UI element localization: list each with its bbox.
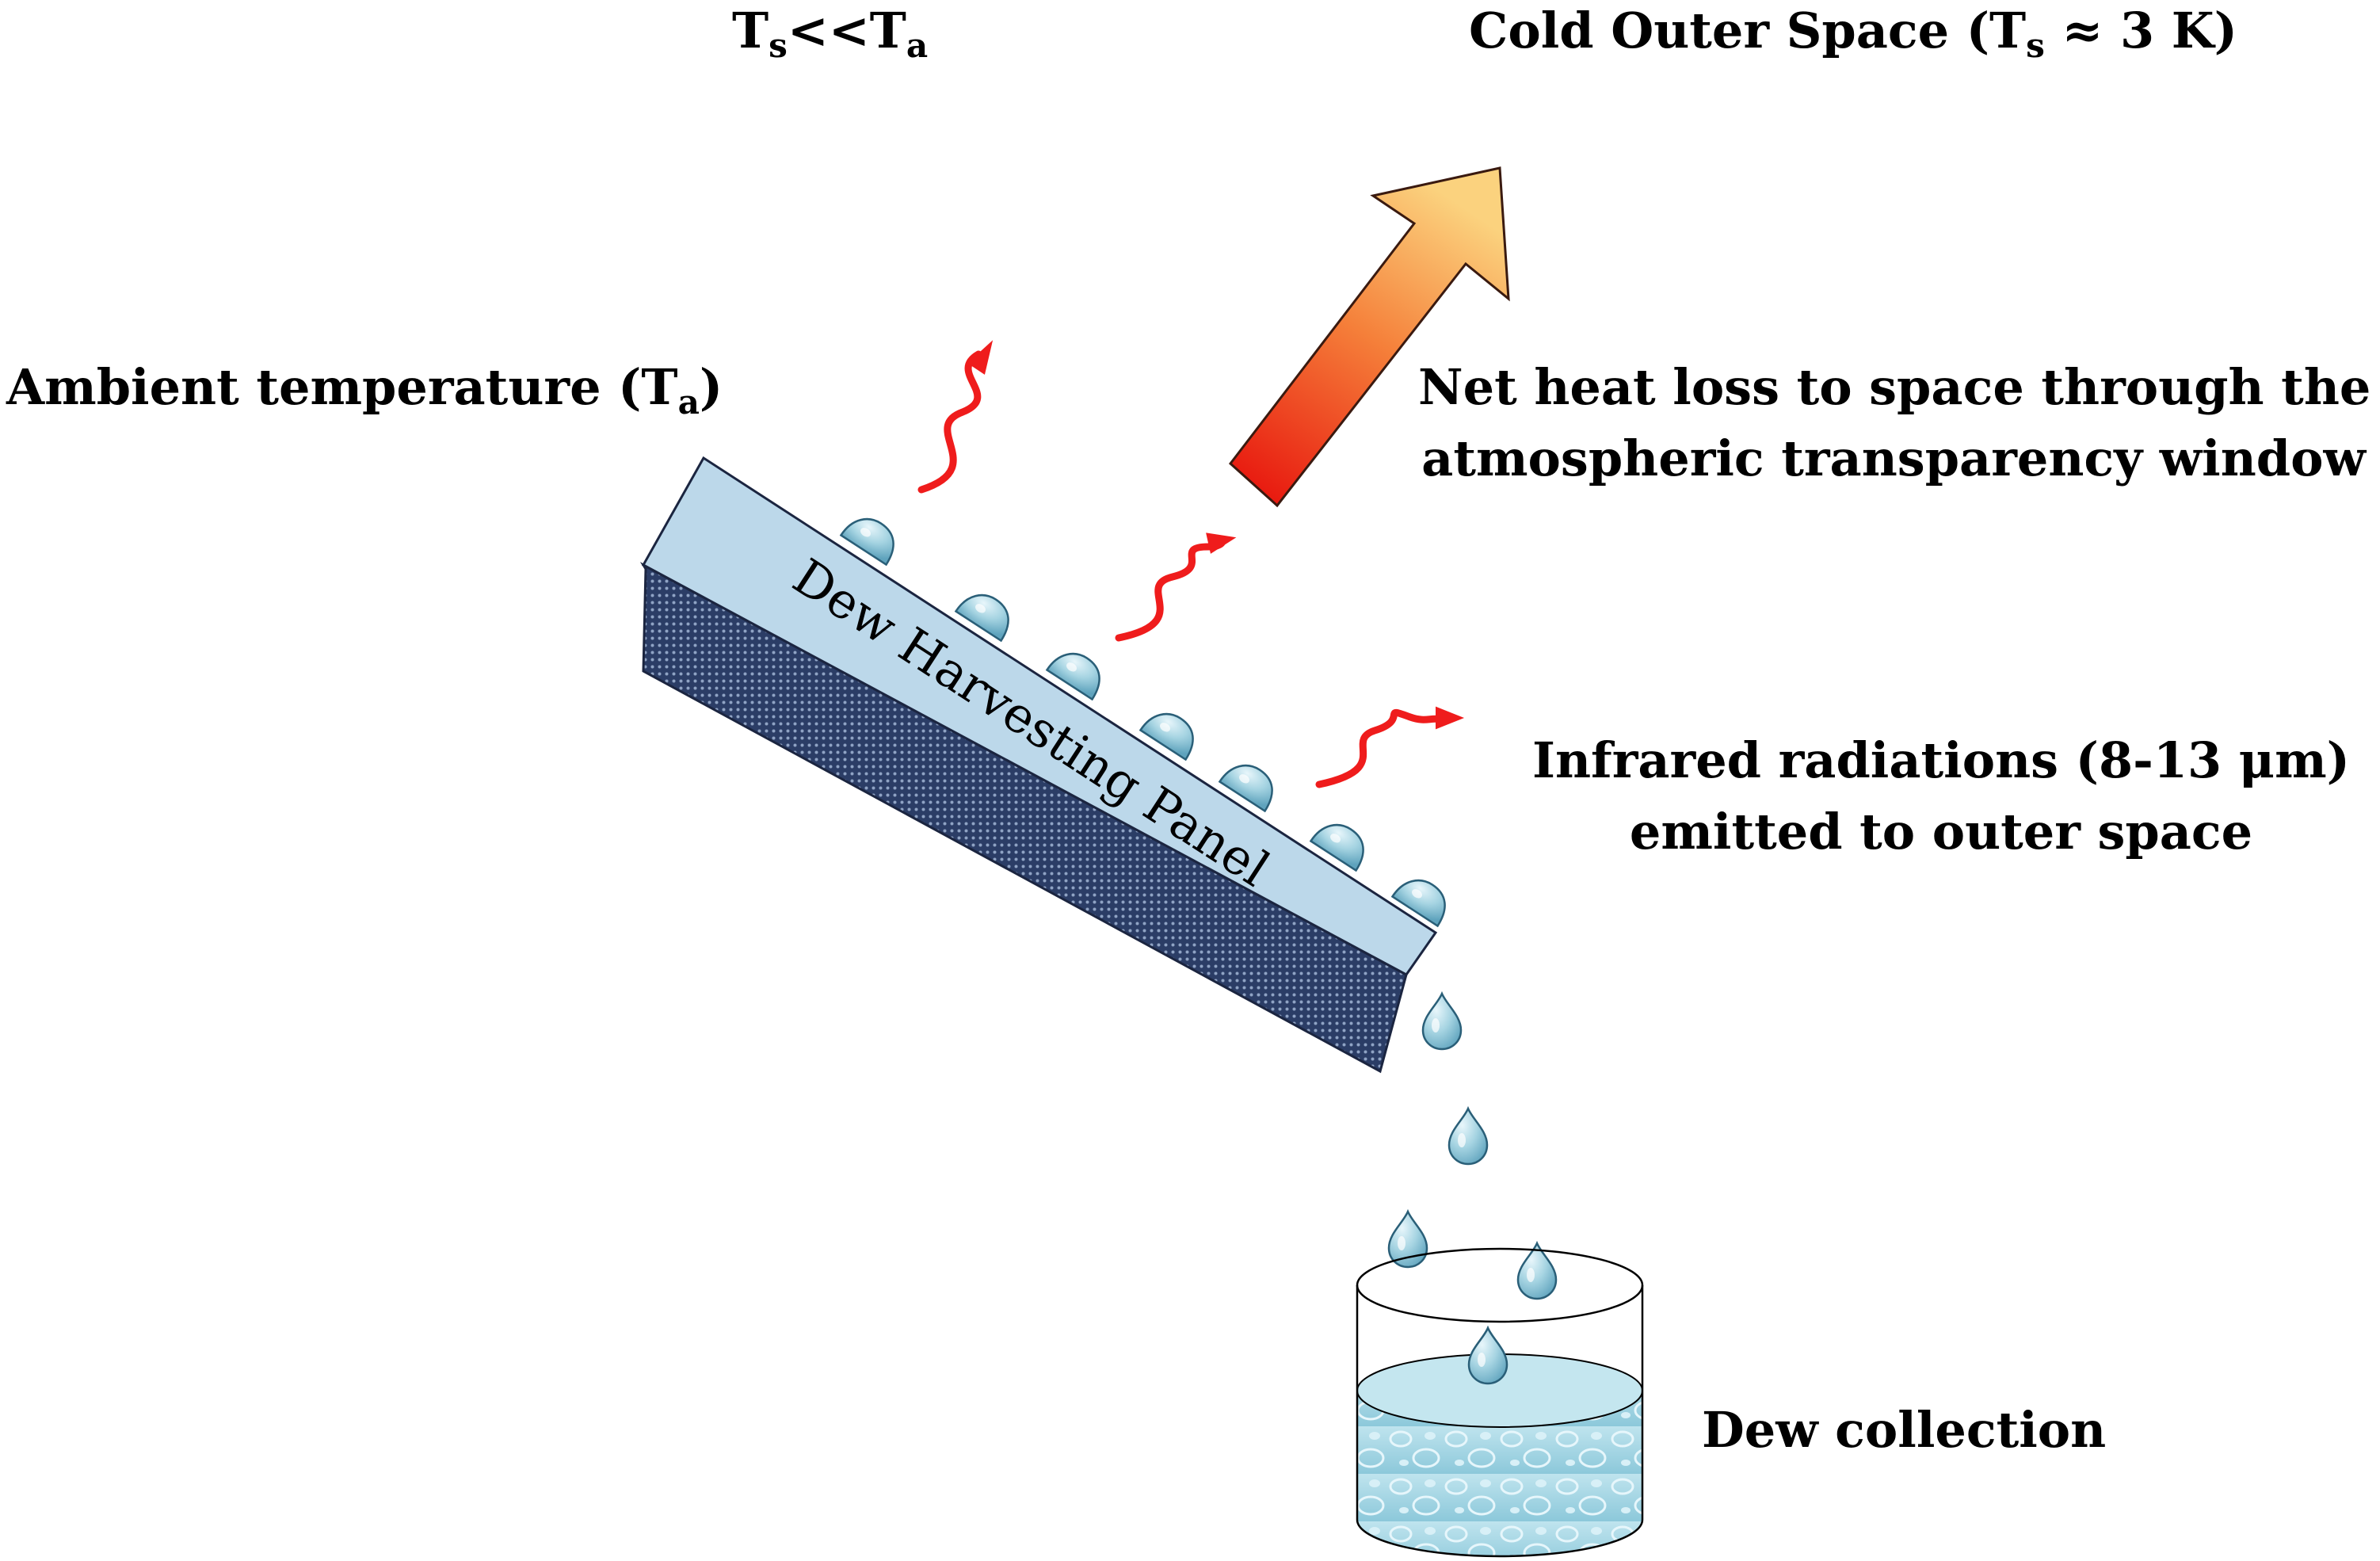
wavy-radiation-arrow-icon	[917, 340, 994, 494]
heat-loss-arrow-icon	[1228, 166, 1510, 508]
infrared-radiation-label: Infrared radiations (8-13 μm) emitted to…	[1489, 725, 2380, 868]
ambient-temperature-label: Ambient temperature (Ta)	[6, 358, 723, 422]
heat-loss-label-line1: Net heat loss to space through the	[1418, 358, 2371, 416]
falling-droplets	[1387, 992, 1558, 1385]
droplet-icon	[1467, 1326, 1508, 1385]
wavy-radiation-arrow-icon	[1115, 532, 1237, 642]
infrared-label-line2: emitted to outer space	[1629, 802, 2253, 861]
droplet-icon	[1387, 1210, 1428, 1269]
beaker-icon	[1356, 1247, 1644, 1558]
droplet-icon	[1421, 992, 1463, 1051]
dew-collection-label: Dew collection	[1702, 1401, 2107, 1459]
panel-base	[639, 562, 1408, 1074]
panel-top-layer	[641, 456, 1438, 976]
cold-outer-space-label: Cold Outer Space (Ts ≈ 3 K)	[1469, 2, 2237, 65]
wavy-radiation-arrow-icon	[1315, 706, 1465, 788]
droplet-icon	[1447, 1107, 1489, 1166]
heat-loss-label: Net heat loss to space through the atmos…	[1418, 352, 2371, 494]
heat-loss-label-line2: atmospheric transparency window	[1421, 429, 2366, 487]
infrared-label-line1: Infrared radiations (8-13 μm)	[1531, 731, 2351, 789]
ts-less-than-ta-label: Ts<<Ta	[732, 2, 929, 65]
